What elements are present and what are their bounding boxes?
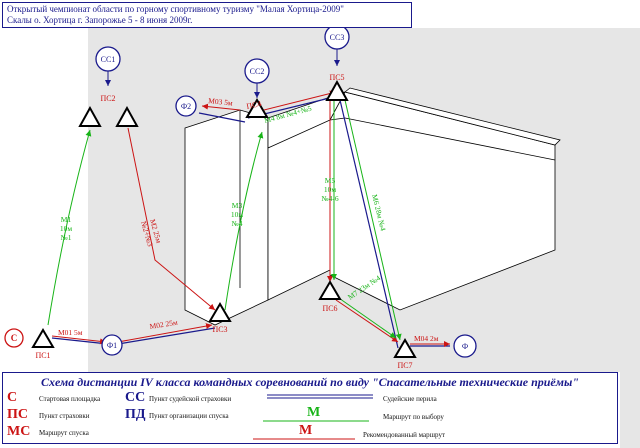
m5-label-line-2: 10м — [324, 185, 337, 194]
m5-label-line-3: №4-6 — [321, 194, 338, 203]
m02-label: М02 25м — [149, 318, 179, 331]
cc2-circle — [244, 58, 270, 84]
ps3-triangle — [208, 302, 232, 322]
legend-start-text: Стартовая площадка — [39, 395, 101, 403]
rock-block-right — [329, 87, 561, 311]
legend-rope-text: Судейские перила — [383, 395, 437, 403]
recommended-routes — [51, 90, 450, 347]
m1-label-line-2: 10м — [60, 224, 73, 233]
f1-label: Ф1 — [107, 341, 117, 350]
corner-strip — [620, 372, 640, 448]
f-circle — [453, 334, 477, 358]
f2-circle — [175, 95, 197, 117]
m3-label-line-3: №4 — [232, 219, 243, 228]
legend-start-symbol: С — [7, 390, 18, 405]
legend-title: Схема дистанции IV класса командных соре… — [41, 375, 579, 389]
ps4-triangle — [245, 98, 269, 118]
legend-green-line — [263, 420, 369, 422]
ps6-label: ПС6 — [322, 304, 337, 313]
m5-label-line-1: М5 — [325, 176, 336, 185]
legend-cc-text: Пункт судейской страховки — [149, 395, 232, 403]
ps7-triangle — [393, 338, 417, 358]
m3-label-line-1: М3 — [232, 201, 243, 210]
f1-circle — [101, 334, 123, 356]
rock-block-left — [184, 91, 346, 326]
legend-red-m: М — [299, 423, 313, 438]
legend-cc-symbol: СС — [125, 390, 146, 405]
legend-ps-text: Пункт страховки — [39, 412, 90, 420]
choice-routes — [47, 99, 402, 341]
ps1-triangle — [31, 328, 55, 348]
ps4-label: ПС4 — [246, 99, 263, 111]
legend-pd-text: Пункт организации спуска — [149, 412, 229, 420]
cc1-label: СС1 — [101, 55, 116, 64]
ps7-label: ПС7 — [397, 361, 412, 370]
ps1-label: ПС1 — [35, 351, 50, 360]
title-box: Открытый чемпионат области по горному сп… — [2, 2, 412, 28]
legend-ps-symbol: ПС — [7, 407, 28, 422]
cc3-label: СС3 — [330, 33, 345, 42]
start-label: С — [11, 333, 18, 343]
f2-label: Ф2 — [181, 102, 191, 111]
title-line-2: Скалы о. Хортица г. Запорожье 5 - 8 июня… — [7, 15, 193, 25]
judge-ropes — [51, 95, 450, 349]
legend-red-text: Рекомендованный маршрут — [363, 431, 446, 439]
cc1-circle — [95, 46, 121, 72]
ps2-triangle-right — [115, 105, 139, 127]
f-label: Ф — [462, 342, 468, 351]
ps2-triangle-left — [78, 105, 102, 127]
legend-mc-text: Маршрут спуска — [39, 429, 89, 437]
m01-label: М01 5м — [58, 328, 83, 337]
title-line-1: Открытый чемпионат области по горному сп… — [7, 4, 344, 14]
ps3-label: ПС3 — [212, 325, 227, 334]
m04-label: М04 2м — [414, 334, 439, 343]
m1-label-line-1: М1 — [61, 215, 72, 224]
ps5-triangle — [325, 79, 349, 101]
ps2-label: ПС2 — [100, 94, 115, 103]
legend-box: Схема дистанции IV класса командных соре… — [2, 372, 618, 444]
judge-belay-arrows — [105, 49, 340, 98]
legend-mc-symbol: МС — [7, 424, 31, 439]
m3-label-line-2: 10м — [231, 210, 244, 219]
ps5-label: ПС5 — [329, 73, 344, 82]
legend-pd-symbol: ПД — [125, 407, 146, 422]
legend-green-text: Маршрут по выбору — [383, 413, 444, 421]
left-margin — [0, 28, 88, 372]
legend-red-line — [253, 438, 355, 440]
ps6-triangle — [318, 280, 342, 300]
start-circle — [4, 328, 24, 348]
cc2-label: СС2 — [250, 67, 265, 76]
legend-rope-sample — [267, 394, 373, 399]
m03-label: М03 5м — [208, 96, 234, 108]
m1-label-line-3: №1 — [61, 233, 72, 242]
legend-green-m: М — [307, 405, 321, 420]
